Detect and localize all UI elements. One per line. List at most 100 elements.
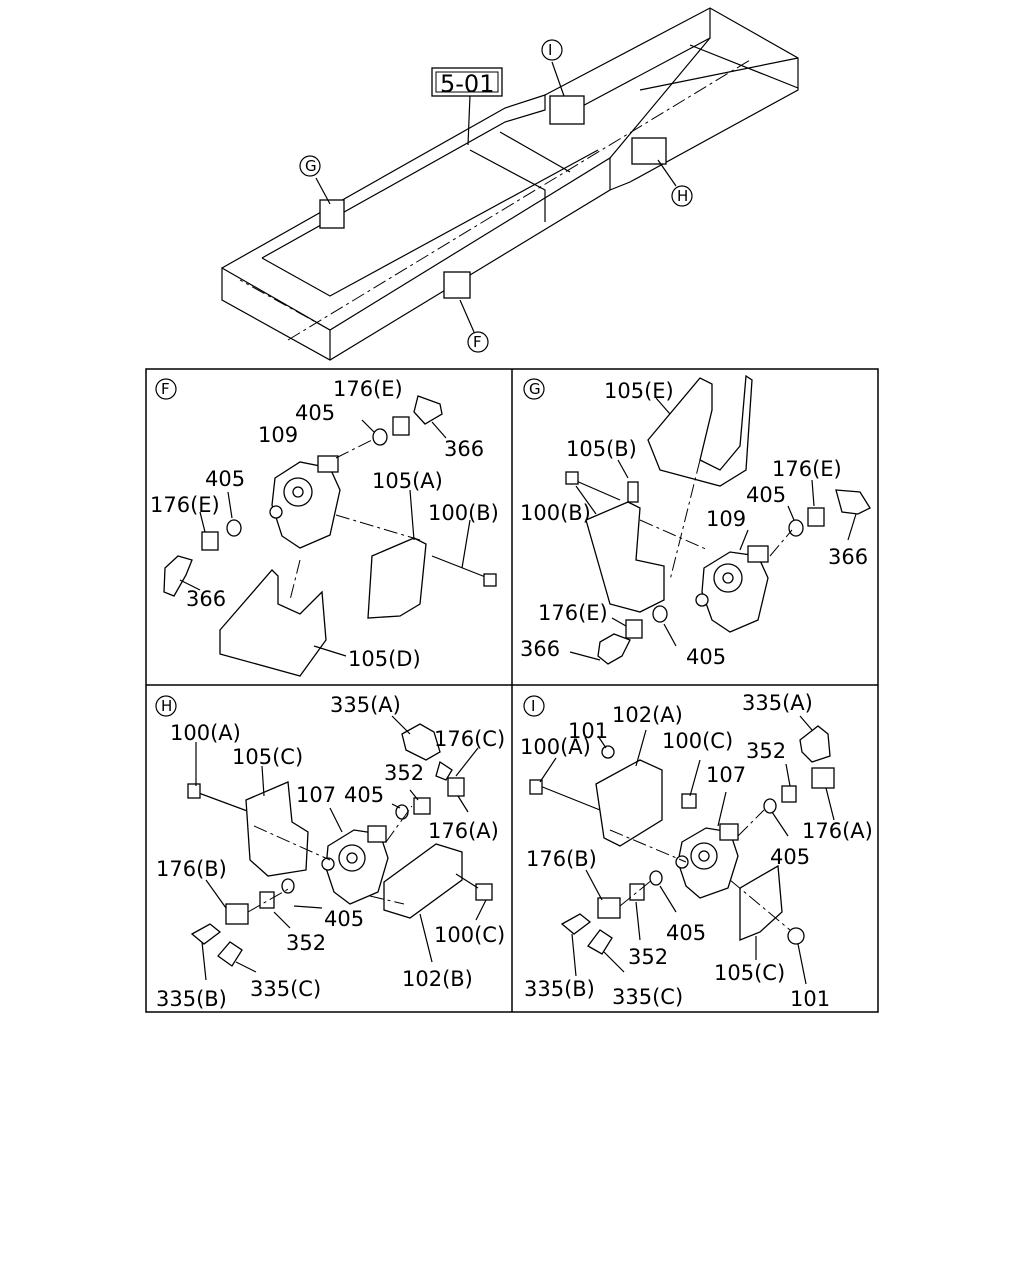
elbow-366-left-icon xyxy=(597,633,631,665)
label-335b: 335(B) xyxy=(156,987,227,1011)
label-176b: 176(B) xyxy=(526,847,597,871)
fitting-176c-icon xyxy=(435,760,453,781)
callout-h[interactable]: H xyxy=(671,185,693,207)
label-100c: 100(C) xyxy=(662,729,733,753)
reference-box-inner xyxy=(435,71,499,93)
chassis-frame-overview xyxy=(221,7,799,361)
fitting-176a-icon xyxy=(811,767,835,789)
valve-107-icon xyxy=(321,825,389,905)
label-101-bottom: 101 xyxy=(790,987,830,1011)
fitting-176b-icon xyxy=(597,897,621,919)
valve-109-icon xyxy=(695,545,769,633)
label-335c: 335(C) xyxy=(250,977,321,1001)
valve-bracket-h xyxy=(631,137,667,165)
label-405-bottom: 405 xyxy=(666,921,706,945)
fitting-176a-icon xyxy=(447,777,465,797)
bracket-105e-icon xyxy=(647,374,753,487)
elbow-366-right-icon xyxy=(835,489,871,515)
label-405-bottom: 405 xyxy=(686,645,726,669)
label-101-top: 101 xyxy=(568,719,608,743)
nut-101-top-icon xyxy=(601,745,615,759)
panel-f-marker: F xyxy=(161,380,170,398)
fitting-335a-icon xyxy=(799,725,831,763)
label-335a: 335(A) xyxy=(742,691,813,715)
fitting-352-bottom-icon xyxy=(259,891,275,909)
label-102b: 102(B) xyxy=(402,967,473,991)
label-100b: 100(B) xyxy=(428,501,499,525)
label-405-right: 405 xyxy=(746,483,786,507)
fitting-352-bottom-icon xyxy=(629,883,645,901)
panel-g-marker-circle xyxy=(523,378,545,400)
callout-f-label: F xyxy=(473,333,482,351)
label-176a: 176(A) xyxy=(428,819,499,843)
fitting-352-top-icon xyxy=(413,797,431,815)
label-366-bottom: 366 xyxy=(186,587,226,611)
label-405-right: 405 xyxy=(770,845,810,869)
valve-109-icon xyxy=(269,455,341,549)
label-366-top: 366 xyxy=(444,437,484,461)
callout-i-label: I xyxy=(548,41,552,59)
label-105e: 105(E) xyxy=(604,379,674,403)
bracket-105c-icon xyxy=(739,864,783,941)
bolt-100b-icon xyxy=(565,471,579,485)
label-107: 107 xyxy=(706,763,746,787)
fitting-335b-icon xyxy=(190,923,222,945)
label-102a: 102(A) xyxy=(612,703,683,727)
label-352-bottom: 352 xyxy=(628,945,668,969)
panel-h: H xyxy=(155,693,505,1011)
callout-h-label: H xyxy=(677,187,688,205)
nut-101-bottom-icon xyxy=(787,927,805,945)
label-352-top: 352 xyxy=(384,761,424,785)
label-100a: 100(A) xyxy=(520,735,591,759)
washer-405-left-icon xyxy=(226,519,242,537)
bracket-102b-icon xyxy=(383,843,463,919)
bracket-105b-icon xyxy=(585,501,665,613)
washer-405-right-icon xyxy=(788,519,804,537)
bracket-102a-icon xyxy=(595,759,663,847)
bolt-100c-icon xyxy=(475,883,493,901)
fitting-176e-right-icon xyxy=(807,507,825,527)
washer-405-bottom-icon xyxy=(649,870,663,886)
label-176e-left: 176(E) xyxy=(150,493,220,517)
label-109: 109 xyxy=(706,507,746,531)
label-105a: 105(A) xyxy=(372,469,443,493)
callout-g[interactable]: G xyxy=(299,155,321,177)
label-105b: 105(B) xyxy=(566,437,637,461)
elbow-366-left-icon xyxy=(163,555,193,597)
panel-i-marker-circle xyxy=(523,695,545,717)
label-366-left: 366 xyxy=(520,637,560,661)
valve-bracket-g xyxy=(319,199,345,229)
label-405-bottom: 405 xyxy=(324,907,364,931)
panel-f-marker-circle xyxy=(155,378,177,400)
panel-g: G xyxy=(520,374,871,669)
bracket-105c-icon xyxy=(245,781,309,877)
bolt-100a-icon xyxy=(187,783,201,799)
washer-405-bottom-icon xyxy=(281,878,295,894)
label-176a: 176(A) xyxy=(802,819,873,843)
panel-h-marker-circle xyxy=(155,695,177,717)
valve-bracket-i xyxy=(549,95,585,125)
fitting-335b-icon xyxy=(560,913,592,935)
label-100a: 100(A) xyxy=(170,721,241,745)
label-176c: 176(C) xyxy=(434,727,505,751)
fitting-335c-icon xyxy=(217,941,243,967)
label-335a: 335(A) xyxy=(330,693,401,717)
bolt-100b-icon xyxy=(483,573,497,587)
valve-bracket-f xyxy=(443,271,471,299)
washer-405-icon xyxy=(372,428,388,446)
label-105c: 105(C) xyxy=(714,961,785,985)
label-176e-top: 176(E) xyxy=(333,377,403,401)
panel-h-marker: H xyxy=(161,697,172,715)
label-176e-right: 176(E) xyxy=(772,457,842,481)
reference-box-label[interactable]: 5-01 xyxy=(440,70,494,98)
callout-i[interactable]: I xyxy=(541,39,563,61)
fitting-176e-icon xyxy=(392,416,410,436)
fitting-176e-left-icon xyxy=(201,531,219,551)
callout-g-label: G xyxy=(305,157,317,175)
callout-f[interactable]: F xyxy=(467,331,489,353)
label-352-top: 352 xyxy=(746,739,786,763)
label-100c: 100(C) xyxy=(434,923,505,947)
label-176e-left: 176(E) xyxy=(538,601,608,625)
fitting-176e-bottom-icon xyxy=(625,619,643,639)
